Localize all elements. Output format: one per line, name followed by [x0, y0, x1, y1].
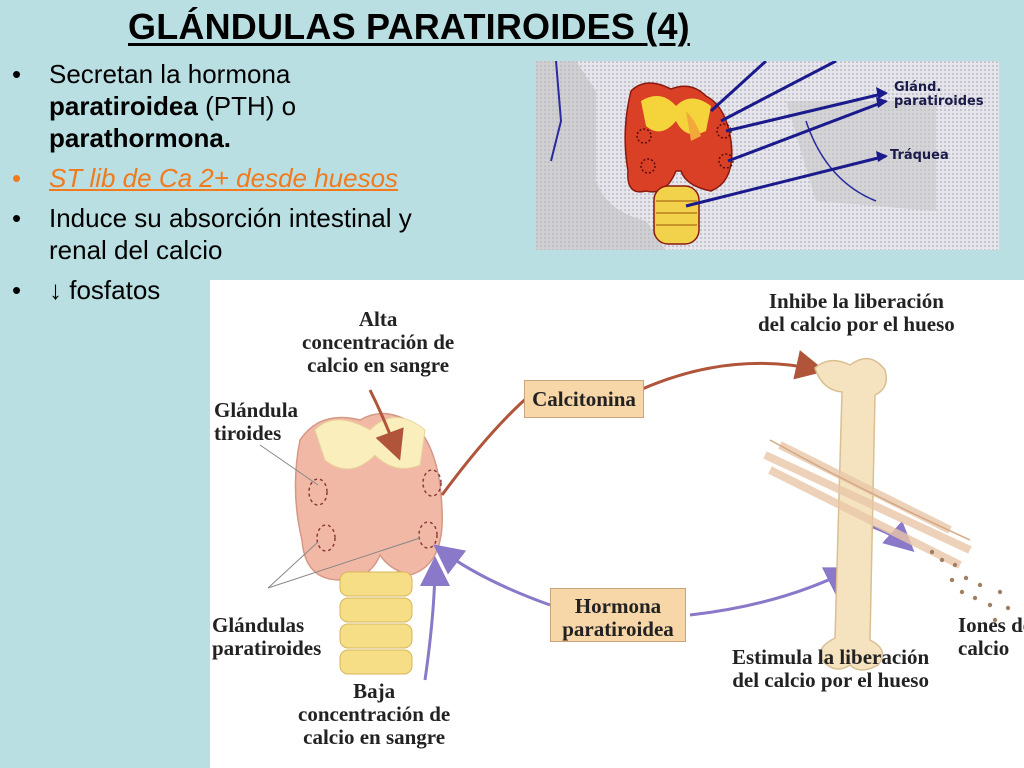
label-parathyroid-line1: Glánd.: [894, 80, 942, 95]
bullet-secretion-mid: (PTH) o: [205, 91, 297, 121]
bullet-secretion-text: Secretan la hormona: [49, 59, 291, 89]
high-calcium-line1: Alta: [358, 307, 398, 331]
slide-title: GLÁNDULAS PARATIROIDES (4): [128, 6, 690, 47]
high-calcium-line2: concentración de: [302, 330, 455, 354]
thyroid-anatomy-image: Glánd. paratiroides Tráquea: [536, 61, 999, 250]
calcitonin-box: Calcitonina: [524, 380, 644, 418]
label-inhibits-release: Inhibe la liberación del calcio por el h…: [758, 290, 955, 336]
bullet-secretion: Secretan la hormona paratiroidea (PTH) o…: [10, 58, 530, 154]
bullet-phosphates-text: ↓ fosfatos: [49, 275, 161, 305]
stimulates-line2: del calcio por el hueso: [732, 668, 929, 692]
bullet-absorption-line2: renal del calcio: [49, 235, 223, 265]
label-calcium-ions: Iones de calcio: [958, 614, 1024, 660]
calcium-ions-line2: calcio: [958, 636, 1010, 660]
label-parathyroid-glands: Glánd. paratiroides: [894, 81, 984, 109]
calcium-ions-dots: [929, 549, 1011, 623]
bullet-bone-release-text[interactable]: ST lib de Ca 2+ desde huesos: [49, 163, 399, 193]
inhibits-line2: del calcio por el hueso: [758, 312, 955, 336]
bullet-bone-release-link[interactable]: ST lib de Ca 2+ desde huesos: [10, 162, 530, 194]
calcium-ions-line1: Iones de: [958, 613, 1024, 637]
parathyroid-hormone-box: Hormona paratiroidea: [550, 588, 686, 642]
bullet-absorption: Induce su absorción intestinal y renal d…: [10, 202, 530, 266]
trachea-rings: [339, 571, 413, 675]
label-trachea: Tráquea: [890, 148, 949, 163]
thyroid-line1: Glándula: [214, 398, 299, 422]
label-low-calcium: Baja concentración de calcio en sangre: [298, 680, 450, 749]
pth-line2: paratiroidea: [562, 617, 674, 641]
bone-illustration: [763, 357, 972, 671]
term-parathormona: parathormona.: [49, 123, 232, 153]
parathyroid-line1: Glándulas: [212, 613, 305, 637]
inhibits-line1: Inhibe la liberación: [768, 289, 944, 313]
label-stimulates-release: Estimula la liberación del calcio por el…: [732, 646, 929, 692]
calcium-regulation-drawing: [259, 350, 1011, 681]
low-calcium-line3: calcio en sangre: [303, 725, 446, 749]
term-paratiroidea: paratiroidea: [49, 91, 198, 121]
label-parathyroid-line2: paratiroides: [894, 94, 984, 109]
calcium-regulation-diagram: Alta concentración de calcio en sangre G…: [210, 280, 1024, 768]
label-parathyroid-glands: Glándulas paratiroides: [212, 614, 321, 660]
parathyroid-line2: paratiroides: [212, 636, 322, 660]
high-calcium-line3: calcio en sangre: [307, 353, 450, 377]
thyroid-anatomy-drawing: [536, 61, 999, 250]
thyroid-line2: tiroides: [214, 421, 282, 445]
label-thyroid-gland: Glándula tiroides: [214, 399, 298, 445]
bullet-absorption-line1: Induce su absorción intestinal y: [49, 203, 412, 233]
low-calcium-line2: concentración de: [298, 702, 451, 726]
low-calcium-line1: Baja: [353, 679, 396, 703]
trachea-shape: [653, 185, 700, 245]
bullet-list: Secretan la hormona paratiroidea (PTH) o…: [10, 58, 530, 314]
bullet-phosphates: ↓ fosfatos: [10, 274, 530, 306]
stimulates-line1: Estimula la liberación: [732, 645, 930, 669]
label-high-calcium: Alta concentración de calcio en sangre: [302, 308, 454, 377]
pth-line1: Hormona: [574, 594, 662, 618]
